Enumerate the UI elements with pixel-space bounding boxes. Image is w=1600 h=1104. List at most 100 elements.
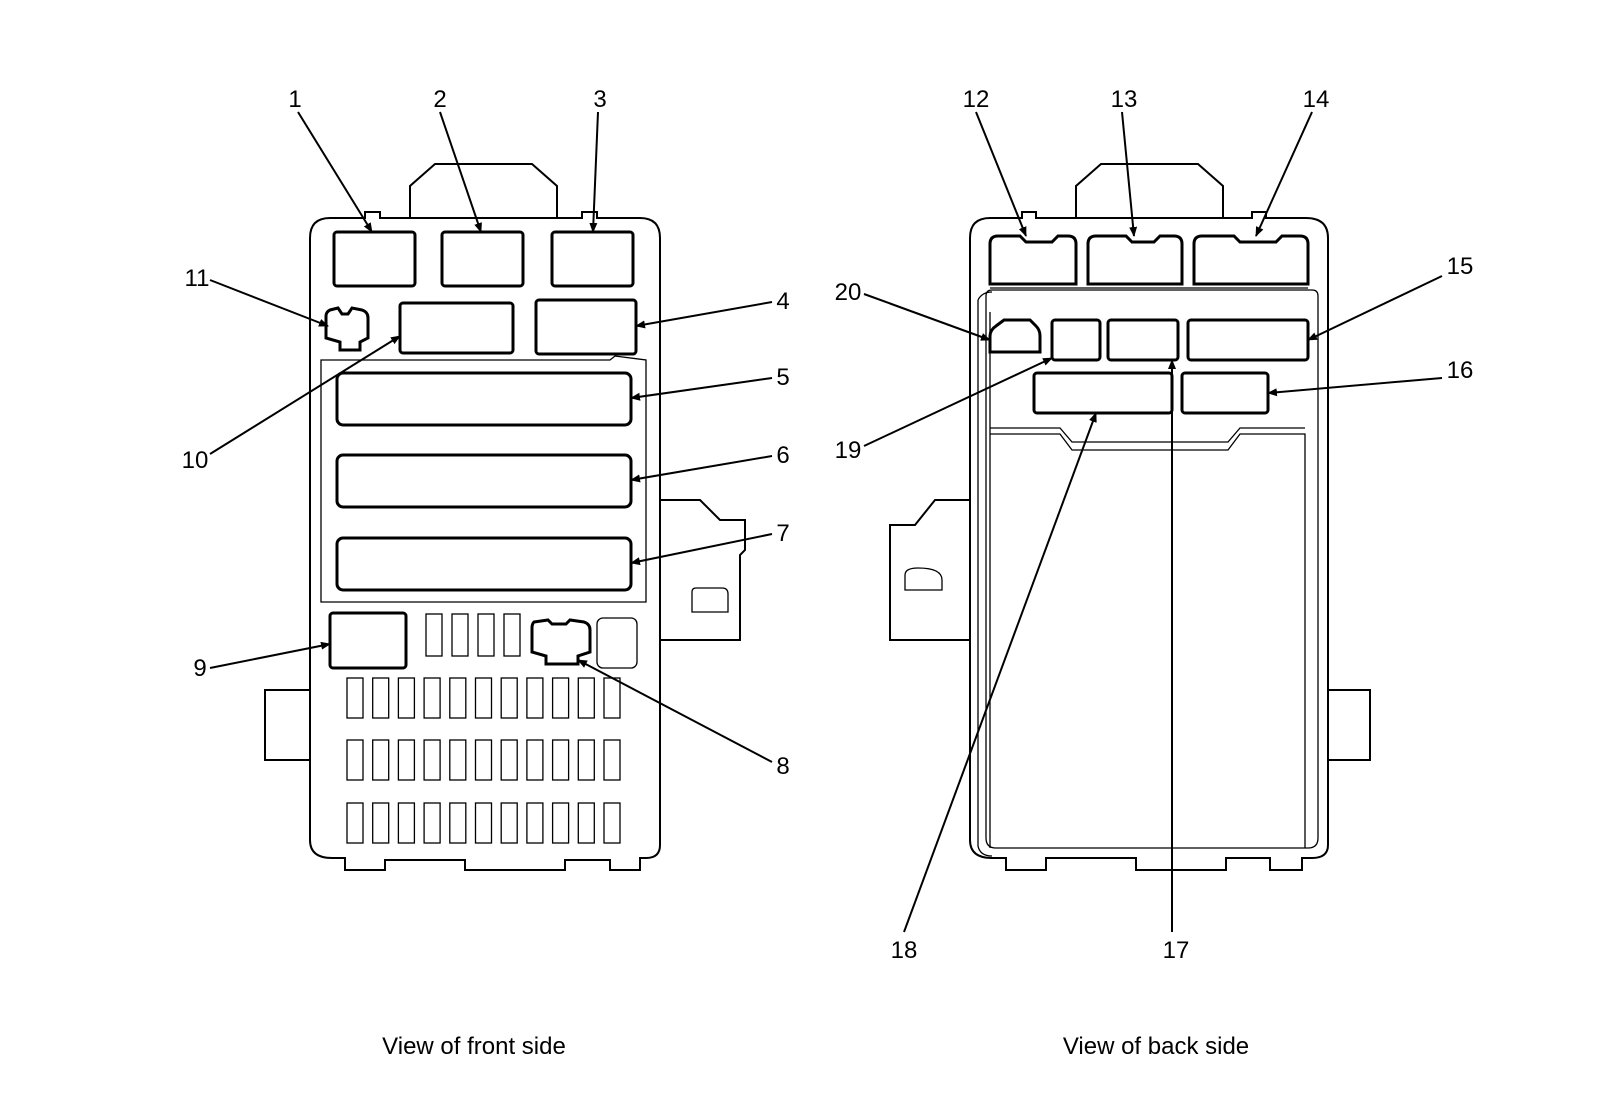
callout-17: 17	[1163, 937, 1190, 964]
leader-13	[1121, 111, 1138, 237]
fuse-slot	[603, 802, 621, 844]
leader-16	[1267, 377, 1443, 397]
back-caption: View of back side	[1063, 1033, 1249, 1060]
callout-16: 16	[1447, 357, 1474, 384]
callout-2: 2	[433, 86, 446, 113]
leader-14	[1255, 111, 1313, 237]
back-side-view	[889, 163, 1371, 871]
leader-19	[863, 357, 1053, 447]
fuse-slot	[474, 802, 493, 844]
fuse-slot	[397, 677, 416, 719]
fuse-slot	[346, 802, 364, 844]
fuse-slot	[474, 739, 493, 781]
back-box-15	[1186, 318, 1310, 362]
front-box-9	[328, 611, 408, 670]
leader-5	[630, 377, 773, 401]
front-small-fuses	[425, 613, 521, 657]
leader-9	[209, 641, 331, 669]
fuse-slot	[503, 613, 521, 657]
fuse-slot	[603, 677, 621, 719]
callout-4: 4	[776, 288, 789, 315]
leader-11	[209, 279, 329, 327]
callout-1: 1	[288, 86, 301, 113]
callout-10: 10	[182, 447, 209, 474]
leader-10	[209, 335, 401, 455]
leader-12	[975, 111, 1027, 237]
callout-13: 13	[1111, 86, 1138, 113]
back-box-20	[988, 318, 1042, 354]
front-box-7	[335, 536, 633, 592]
front-box-3	[550, 230, 635, 288]
leader-1	[297, 111, 373, 233]
fuse-slot	[423, 802, 441, 844]
back-box-12	[988, 234, 1078, 286]
leader-4	[635, 301, 773, 329]
fuse-slot	[397, 802, 416, 844]
back-box-13	[1086, 234, 1184, 286]
callout-6: 6	[776, 442, 789, 469]
front-box-11	[324, 306, 370, 352]
callout-18: 18	[891, 937, 918, 964]
callout-7: 7	[776, 520, 789, 547]
front-box-6	[335, 453, 633, 509]
callout-leaders	[209, 111, 1443, 933]
callout-14: 14	[1303, 86, 1330, 113]
fuse-slot	[372, 802, 390, 844]
callout-12: 12	[963, 86, 990, 113]
callout-19: 19	[835, 437, 862, 464]
fuse-slot	[346, 739, 364, 781]
front-box-1	[332, 230, 417, 288]
fuse-slot	[551, 677, 570, 719]
fuse-slot	[449, 739, 467, 781]
callout-11: 11	[185, 265, 210, 292]
leader-6	[630, 455, 773, 483]
fuse-slot	[477, 613, 495, 657]
callout-8: 8	[776, 753, 789, 780]
callout-3: 3	[593, 86, 606, 113]
front-box-4	[534, 298, 638, 356]
back-box-17	[1106, 318, 1180, 362]
fuse-slot	[526, 677, 544, 719]
fuse-slot	[474, 677, 493, 719]
front-box-5	[335, 371, 633, 427]
callout-5: 5	[776, 364, 789, 391]
front-caption: View of front side	[382, 1033, 566, 1060]
leader-20	[863, 293, 991, 341]
fuse-slot	[577, 739, 595, 781]
fuse-slot	[423, 739, 441, 781]
fuse-slot	[526, 739, 544, 781]
fuse-slot	[577, 677, 595, 719]
front-fuse-grid	[346, 677, 621, 844]
fuse-slot	[372, 677, 390, 719]
leader-7	[630, 533, 773, 566]
fuse-slot	[551, 739, 570, 781]
leader-15	[1307, 275, 1443, 341]
fuse-slot	[603, 739, 621, 781]
front-side-view	[264, 163, 746, 871]
fuse-slot	[500, 677, 518, 719]
callout-9: 9	[193, 655, 206, 682]
fuse-slot	[551, 802, 570, 844]
leader-18	[903, 412, 1097, 933]
back-box-14	[1192, 234, 1310, 286]
fuse-slot	[526, 802, 544, 844]
fuse-slot	[397, 739, 416, 781]
fuse-slot	[423, 677, 441, 719]
fuse-slot	[577, 802, 595, 844]
back-box-19	[1050, 318, 1102, 362]
callout-20: 20	[835, 279, 862, 306]
front-box-2	[440, 230, 525, 288]
callout-15: 15	[1447, 253, 1474, 280]
fuse-slot	[372, 739, 390, 781]
fuse-slot	[449, 802, 467, 844]
front-box-10	[398, 301, 515, 355]
leader-2	[439, 111, 482, 233]
callout-numbers: 1 2 3 4 5 6 7 8 9 10 11 12 13 14 15 16 1…	[182, 86, 1474, 964]
fuse-slot	[451, 613, 469, 657]
back-box-16	[1180, 371, 1270, 415]
fuse-slot	[449, 677, 467, 719]
fuse-slot	[425, 613, 443, 657]
fuse-slot	[500, 739, 518, 781]
back-box-18	[1032, 371, 1174, 415]
